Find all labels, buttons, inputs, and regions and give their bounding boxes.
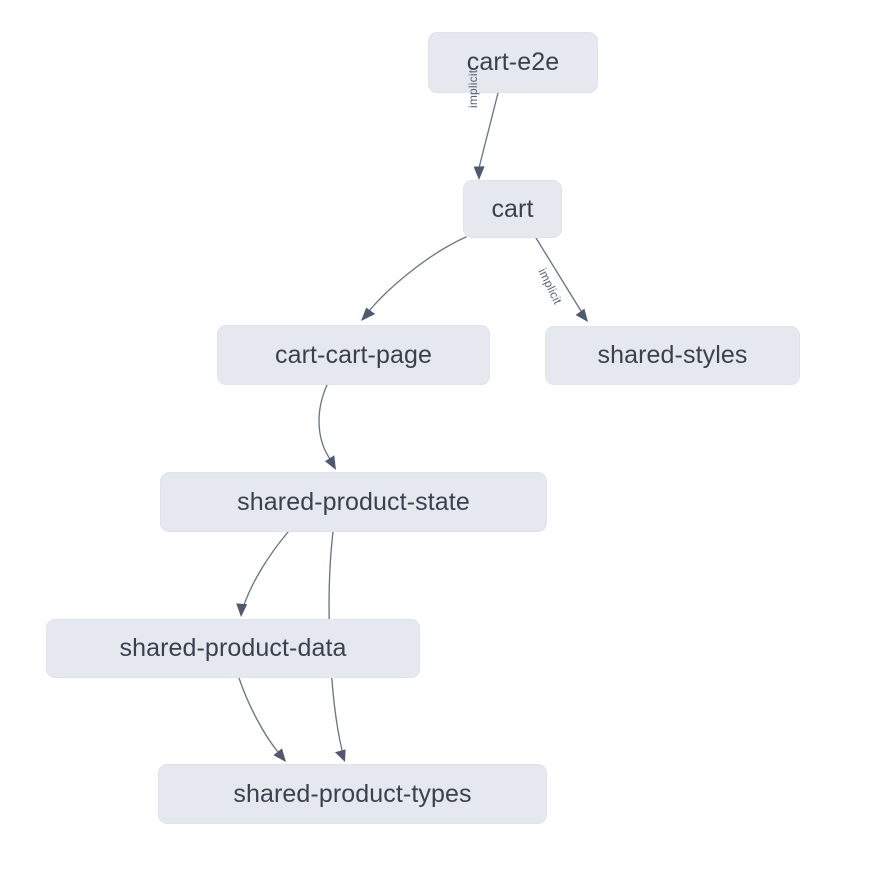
- node-cart[interactable]: cart: [463, 180, 562, 238]
- edge-shared-product-data-to-shared-product-types: [238, 677, 286, 762]
- node-label: shared-product-data: [119, 634, 347, 662]
- edge-cart-to-cart-cart-page: [361, 236, 467, 321]
- node-label: cart-cart-page: [274, 340, 432, 369]
- edge-cart-cart-page-to-shared-product-state: [318, 384, 336, 470]
- edge-label-implicit-cart-e2e-cart: implicit: [466, 69, 480, 108]
- node-cart-e2e[interactable]: cart-e2e: [428, 32, 598, 93]
- node-cart-cart-page[interactable]: cart-cart-page: [217, 325, 490, 385]
- node-shared-product-state[interactable]: shared-product-state: [160, 472, 547, 532]
- node-label: shared-product-types: [233, 779, 472, 808]
- edge-shared-product-state-to-shared-product-data: [236, 531, 289, 617]
- node-label: shared-product-state: [237, 487, 470, 516]
- edge-label-implicit-cart-shared-styles: implicit: [535, 266, 565, 307]
- node-shared-product-data[interactable]: shared-product-data: [46, 619, 420, 678]
- node-label: cart-e2e: [466, 48, 560, 76]
- node-shared-styles[interactable]: shared-styles: [545, 326, 800, 385]
- node-label: shared-styles: [597, 341, 748, 369]
- node-label: cart: [491, 194, 534, 223]
- node-shared-product-types[interactable]: shared-product-types: [158, 764, 547, 824]
